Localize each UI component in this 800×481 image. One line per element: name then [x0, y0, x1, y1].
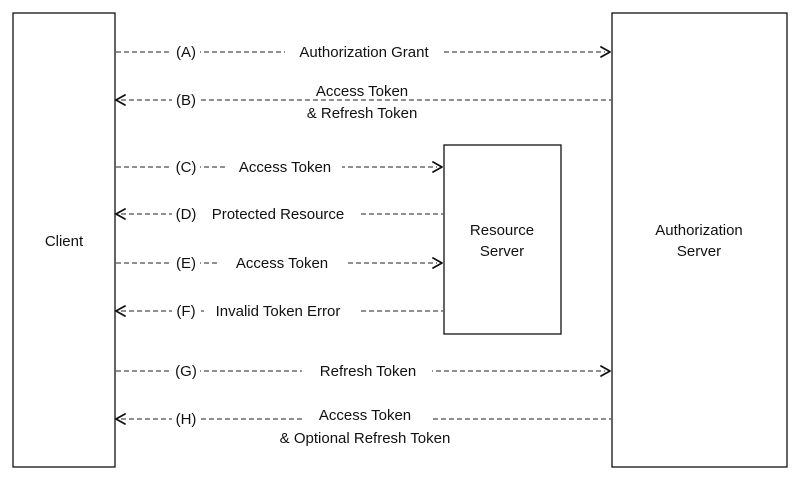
- flow-g: (G) Refresh Token: [116, 361, 611, 381]
- flow-c-label: Access Token: [239, 159, 331, 176]
- authorization-server-node: Authorization Server: [611, 12, 788, 468]
- flow-h-label-line-1: Access Token: [319, 407, 411, 424]
- resource-server-node: Resource Server: [443, 144, 562, 335]
- flow-b-step: (B): [176, 92, 196, 109]
- arrowhead-right-icon: [600, 46, 611, 58]
- flow-h-step: (H): [176, 411, 197, 428]
- client-label: Client: [45, 233, 84, 250]
- arrowhead-right-icon: [432, 161, 443, 173]
- arrowhead-right-icon: [432, 257, 443, 269]
- flow-d-label: Protected Resource: [212, 206, 345, 223]
- flow-b-label-line-1: Access Token: [316, 83, 408, 100]
- flow-d-step: (D): [176, 206, 197, 223]
- resource-server-label-line-1: Resource: [470, 222, 534, 239]
- flow-f-label: Invalid Token Error: [216, 303, 341, 320]
- resource-server-label-line-2: Server: [480, 243, 524, 260]
- flow-b: (B) Access Token & Refresh Token: [115, 83, 611, 122]
- arrowhead-left-icon: [115, 305, 126, 317]
- flow-g-step: (G): [175, 363, 197, 380]
- flow-a-label: Authorization Grant: [299, 44, 429, 61]
- flow-f-step: (F): [176, 303, 195, 320]
- flow-e-step: (E): [176, 255, 196, 272]
- flow-d: (D) Protected Resource: [115, 204, 443, 224]
- flow-c: (C) Access Token: [116, 157, 443, 177]
- authorization-server-label-line-1: Authorization: [655, 222, 743, 239]
- flow-e-label: Access Token: [236, 255, 328, 272]
- flow-g-label: Refresh Token: [320, 363, 416, 380]
- arrowhead-left-icon: [115, 208, 126, 220]
- flow-b-label-line-2: & Refresh Token: [307, 105, 418, 122]
- arrowhead-left-icon: [115, 94, 126, 106]
- flow-c-step: (C): [176, 159, 197, 176]
- authorization-server-label-line-2: Server: [677, 243, 721, 260]
- flow-a: (A) Authorization Grant: [116, 42, 611, 62]
- client-node: Client: [12, 12, 116, 468]
- flow-a-step: (A): [176, 44, 196, 61]
- flow-h: (H) Access Token & Optional Refresh Toke…: [115, 407, 611, 447]
- arrowhead-right-icon: [600, 365, 611, 377]
- flow-h-label-line-2: & Optional Refresh Token: [280, 430, 451, 447]
- flow-f: (F) Invalid Token Error: [115, 301, 443, 321]
- flow-e: (E) Access Token: [116, 253, 443, 273]
- arrowhead-left-icon: [115, 413, 126, 425]
